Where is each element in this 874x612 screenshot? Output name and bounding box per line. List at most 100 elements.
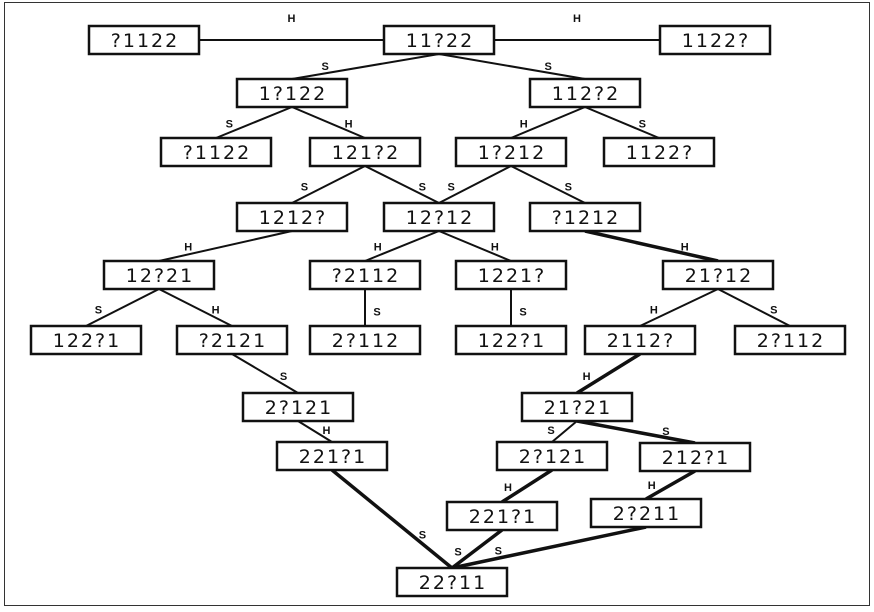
state-node: 21?12	[661, 259, 775, 291]
state-node-label: 121?2	[332, 142, 400, 164]
state-node: 2?121	[241, 391, 355, 423]
state-node: 122?1	[29, 324, 143, 356]
state-node: ?1122	[159, 136, 273, 168]
edge-n16-n22	[717, 288, 791, 327]
edge-label: S	[301, 182, 308, 194]
state-node-label: 112?2	[552, 83, 620, 105]
state-node: ?2112	[308, 259, 422, 291]
state-node: 221?1	[445, 500, 559, 532]
state-node: ?1212	[528, 201, 642, 233]
edge-n24-n26	[551, 420, 578, 443]
state-node-label: 1?212	[478, 142, 546, 164]
state-node-label: 122?1	[53, 330, 121, 352]
edge-n25-n30	[330, 468, 454, 570]
edge-label: H	[650, 305, 658, 317]
edge-n21-n24	[576, 352, 641, 395]
nodes-layer: ?1122 11?22 1122? 1?122 112?2 ?1122 121?2 1?212…	[29, 24, 847, 598]
edge-label: H	[288, 13, 296, 25]
state-node-label: 1?122	[259, 83, 327, 105]
edge-n2-n5	[438, 53, 586, 80]
edge-label: H	[345, 118, 353, 130]
state-node-label: 1221?	[478, 265, 546, 287]
edge-label: H	[681, 242, 689, 254]
edge-label: S	[495, 546, 502, 558]
edge-n11-n14	[364, 230, 440, 262]
state-node: 11?22	[382, 24, 496, 56]
edge-label: S	[419, 530, 426, 542]
state-node-label: 2112?	[607, 330, 675, 352]
state-node-label: 21?21	[544, 397, 612, 419]
edge-label: S	[547, 425, 554, 437]
state-node-label: 12?21	[126, 265, 194, 287]
edge-label: H	[573, 13, 581, 25]
edge-n27-n29	[645, 469, 696, 501]
state-node: ?2121	[175, 324, 289, 356]
edge-label: H	[323, 425, 331, 437]
edge-n7-n10	[291, 165, 366, 204]
edge-label: S	[770, 305, 777, 317]
edge-n28-n30	[450, 528, 504, 570]
state-node-label: 2?112	[757, 330, 825, 352]
state-node-label: 122?1	[478, 330, 546, 352]
diagram-frame	[4, 2, 870, 606]
edge-label: S	[519, 307, 526, 319]
state-node-label: 212?1	[662, 447, 730, 469]
edge-n8-n11	[438, 165, 512, 204]
state-node-label: 21?12	[685, 265, 753, 287]
edge-n12-n16	[584, 229, 719, 263]
edge-n2-n4	[291, 53, 440, 80]
edge-label: H	[504, 482, 512, 494]
edge-n11-n15	[438, 230, 512, 262]
state-node-label: 11?22	[406, 30, 474, 52]
state-node-label: 1122?	[682, 30, 750, 52]
state-node: 22?11	[395, 566, 509, 598]
edge-n29-n30	[451, 525, 647, 570]
state-node-label: 2?121	[519, 446, 587, 468]
state-node-label: ?1212	[552, 207, 620, 229]
state-node-label: ?1122	[111, 30, 179, 52]
state-node: 122?1	[454, 324, 568, 356]
edge-label: H	[648, 480, 656, 492]
state-node: 2?211	[589, 497, 703, 529]
state-node: 121?2	[308, 136, 422, 168]
state-node-label: 1122?	[626, 142, 694, 164]
edge-label: H	[583, 371, 591, 383]
state-node-label: 22?11	[419, 572, 487, 594]
state-node-label: 221?1	[469, 506, 537, 528]
edge-n16-n21	[639, 288, 719, 327]
state-node: 2?112	[308, 324, 422, 356]
edge-label: S	[454, 546, 461, 558]
state-node-label: ?2112	[332, 265, 400, 287]
state-node-label: ?2121	[199, 330, 267, 352]
state-node-label: 12?12	[406, 207, 474, 229]
edge-n8-n12	[510, 165, 586, 204]
edge-n5-n8	[510, 106, 586, 139]
state-node: 1221?	[454, 259, 568, 291]
state-node-label: ?1122	[183, 142, 251, 164]
state-node-label: 1212?	[259, 207, 327, 229]
state-node: 12?21	[102, 259, 216, 291]
edge-label: S	[280, 371, 287, 383]
state-node: 112?2	[528, 77, 642, 109]
state-node: 2?112	[733, 324, 847, 356]
state-node-label: 221?1	[299, 446, 367, 468]
edge-label: S	[95, 305, 102, 317]
edge-label: S	[321, 61, 328, 73]
edge-label: S	[639, 118, 646, 130]
state-node-label: 2?121	[265, 397, 333, 419]
edge-n7-n11	[364, 165, 440, 204]
edge-n10-n13	[158, 230, 293, 262]
edge-n26-n28	[501, 468, 553, 504]
state-node: 21?21	[520, 391, 634, 423]
edge-n13-n17	[85, 288, 160, 327]
state-node: 212?1	[638, 441, 752, 473]
state-node: 2112?	[583, 324, 697, 356]
edge-n24-n27	[576, 419, 696, 445]
edge-label: S	[565, 182, 572, 194]
edge-label: S	[373, 307, 380, 319]
edge-label: S	[662, 426, 669, 438]
edge-label: H	[212, 305, 220, 317]
edge-n23-n25	[297, 420, 333, 443]
